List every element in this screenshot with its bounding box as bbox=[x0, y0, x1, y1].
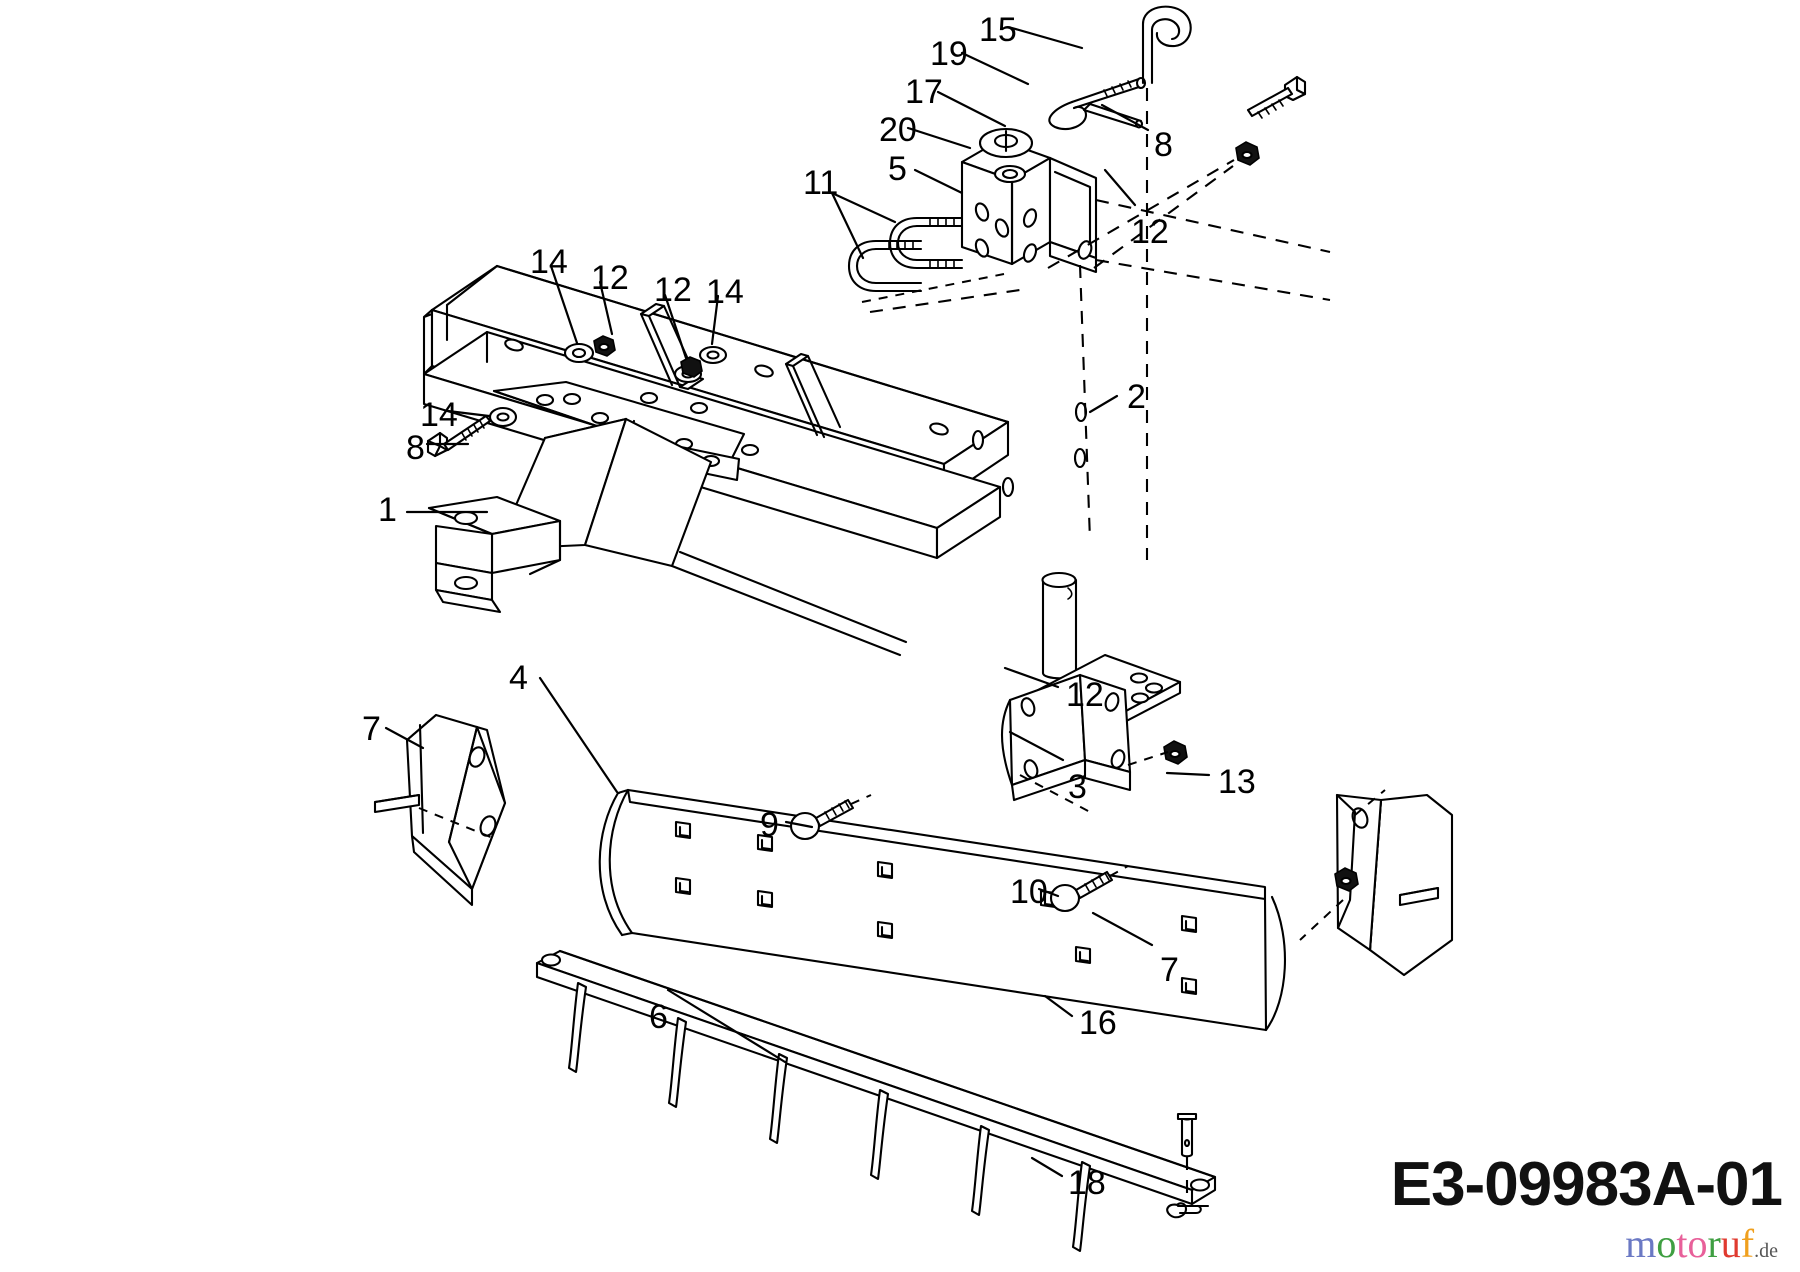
watermark-letter: t bbox=[1676, 1221, 1688, 1266]
callout-16: 16 bbox=[1079, 1004, 1117, 1042]
callout-1: 1 bbox=[378, 491, 397, 529]
callout-7-left: 7 bbox=[362, 710, 381, 748]
hardware-washer-nut-left bbox=[563, 335, 616, 364]
callout-5: 5 bbox=[888, 150, 907, 188]
scarifier-teeth bbox=[567, 981, 1092, 1253]
callout-6: 6 bbox=[649, 998, 668, 1036]
callout-13: 13 bbox=[1218, 763, 1256, 801]
end-plate-left bbox=[373, 713, 507, 907]
callout-14-right: 14 bbox=[706, 273, 744, 311]
scarifier-bar bbox=[535, 949, 1217, 1253]
lock-nut-12-bracket bbox=[1163, 740, 1188, 765]
callout-12-left: 12 bbox=[591, 259, 629, 297]
hardware-washer-nut-mid bbox=[673, 356, 703, 384]
carriage-bolt-10 bbox=[1049, 870, 1114, 913]
hex-bolt-8-top bbox=[1246, 75, 1307, 119]
blade-square-holes bbox=[674, 820, 1198, 996]
callout-8-top: 8 bbox=[1154, 126, 1173, 164]
callout-12-mid: 12 bbox=[654, 271, 692, 309]
callout-11: 11 bbox=[803, 164, 839, 202]
callout-12-top: 12 bbox=[1131, 213, 1169, 251]
site-watermark: motoruf.de bbox=[1625, 1224, 1778, 1264]
callout-2: 2 bbox=[1127, 378, 1146, 416]
callout-12-bracket: 12 bbox=[1066, 676, 1104, 714]
callout-15: 15 bbox=[979, 11, 1017, 49]
hitch-bracket-assembly bbox=[847, 5, 1331, 560]
callout-4: 4 bbox=[509, 659, 528, 697]
callout-10: 10 bbox=[1010, 873, 1048, 911]
callout-17: 17 bbox=[905, 73, 943, 111]
watermark-letter: o bbox=[1656, 1221, 1677, 1266]
a-frame-tongue bbox=[426, 380, 908, 657]
callout-8-left: 8 bbox=[406, 429, 425, 467]
blade-moldboard bbox=[598, 788, 1286, 1032]
hairpin-clip-18 bbox=[1166, 1202, 1210, 1219]
watermark-suffix: .de bbox=[1754, 1240, 1778, 1262]
lock-nut-13 bbox=[1334, 867, 1359, 892]
callout-14-lower: 14 bbox=[420, 396, 458, 434]
pivot-post-assembly bbox=[1000, 571, 1188, 813]
watermark-letter: o bbox=[1687, 1221, 1708, 1266]
callout-9: 9 bbox=[760, 806, 779, 844]
hitch-pin-15 bbox=[1141, 5, 1192, 85]
carriage-bolt-9 bbox=[789, 798, 855, 841]
callout-14-left: 14 bbox=[530, 243, 568, 281]
u-bolt-11-a bbox=[888, 216, 964, 270]
roll-pin-17 bbox=[1082, 102, 1144, 129]
callout-20: 20 bbox=[879, 111, 917, 149]
flat-washer-20 bbox=[978, 127, 1034, 159]
end-plate-right bbox=[1299, 789, 1454, 977]
lock-nut-12-top bbox=[1235, 141, 1260, 166]
part-number: E3-09983A-01 bbox=[1390, 1150, 1783, 1219]
watermark-letter: r bbox=[1707, 1221, 1721, 1266]
watermark-letter: m bbox=[1625, 1221, 1657, 1266]
leader-lines bbox=[384, 26, 1211, 1178]
u-bolt-11-b bbox=[847, 239, 923, 293]
callout-3: 3 bbox=[1068, 768, 1087, 806]
callout-19: 19 bbox=[930, 35, 968, 73]
callout-7-right: 7 bbox=[1160, 951, 1179, 989]
callout-18: 18 bbox=[1068, 1164, 1106, 1202]
clevis-pin-16 bbox=[1176, 1112, 1198, 1198]
hardware-washer-right bbox=[698, 345, 728, 365]
watermark-letter: u bbox=[1720, 1221, 1741, 1266]
watermark-letter: f bbox=[1740, 1221, 1755, 1266]
